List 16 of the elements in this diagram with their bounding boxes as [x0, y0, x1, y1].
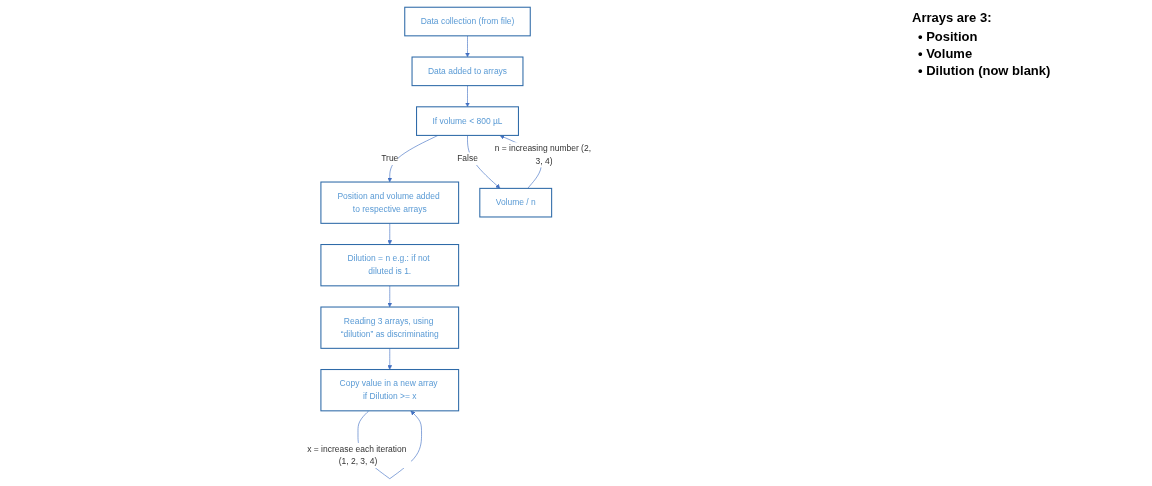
node-box: Data added to arrays	[411, 56, 524, 87]
edge-label: n = increasing number (2, 3, 4)	[494, 143, 591, 166]
note-item: • Dilution (now blank)	[918, 63, 1052, 78]
node-box: Data collection (from file)	[404, 6, 531, 37]
edge-label: True	[381, 153, 399, 163]
node-box: If volume < 800 µL	[416, 106, 519, 136]
edge-label: x = increase each iteration (1, 2, 3, 4)	[307, 444, 407, 466]
note-item: • Volume	[918, 46, 974, 61]
node-box: Position and volume added to respective arrays	[320, 181, 460, 224]
edge-label: False	[457, 153, 478, 163]
node-box: Copy value in a new array if Dilution >= x	[320, 369, 460, 412]
node-box: Dilution = n e.g.: if not diluted is 1.	[320, 244, 460, 287]
note-heading: Arrays are 3:	[912, 10, 993, 25]
node-box: Volume / n	[479, 187, 553, 218]
node-box: Reading 3 arrays, using “dilution” as discriminating	[320, 306, 460, 349]
note-item: • Position	[918, 29, 979, 44]
